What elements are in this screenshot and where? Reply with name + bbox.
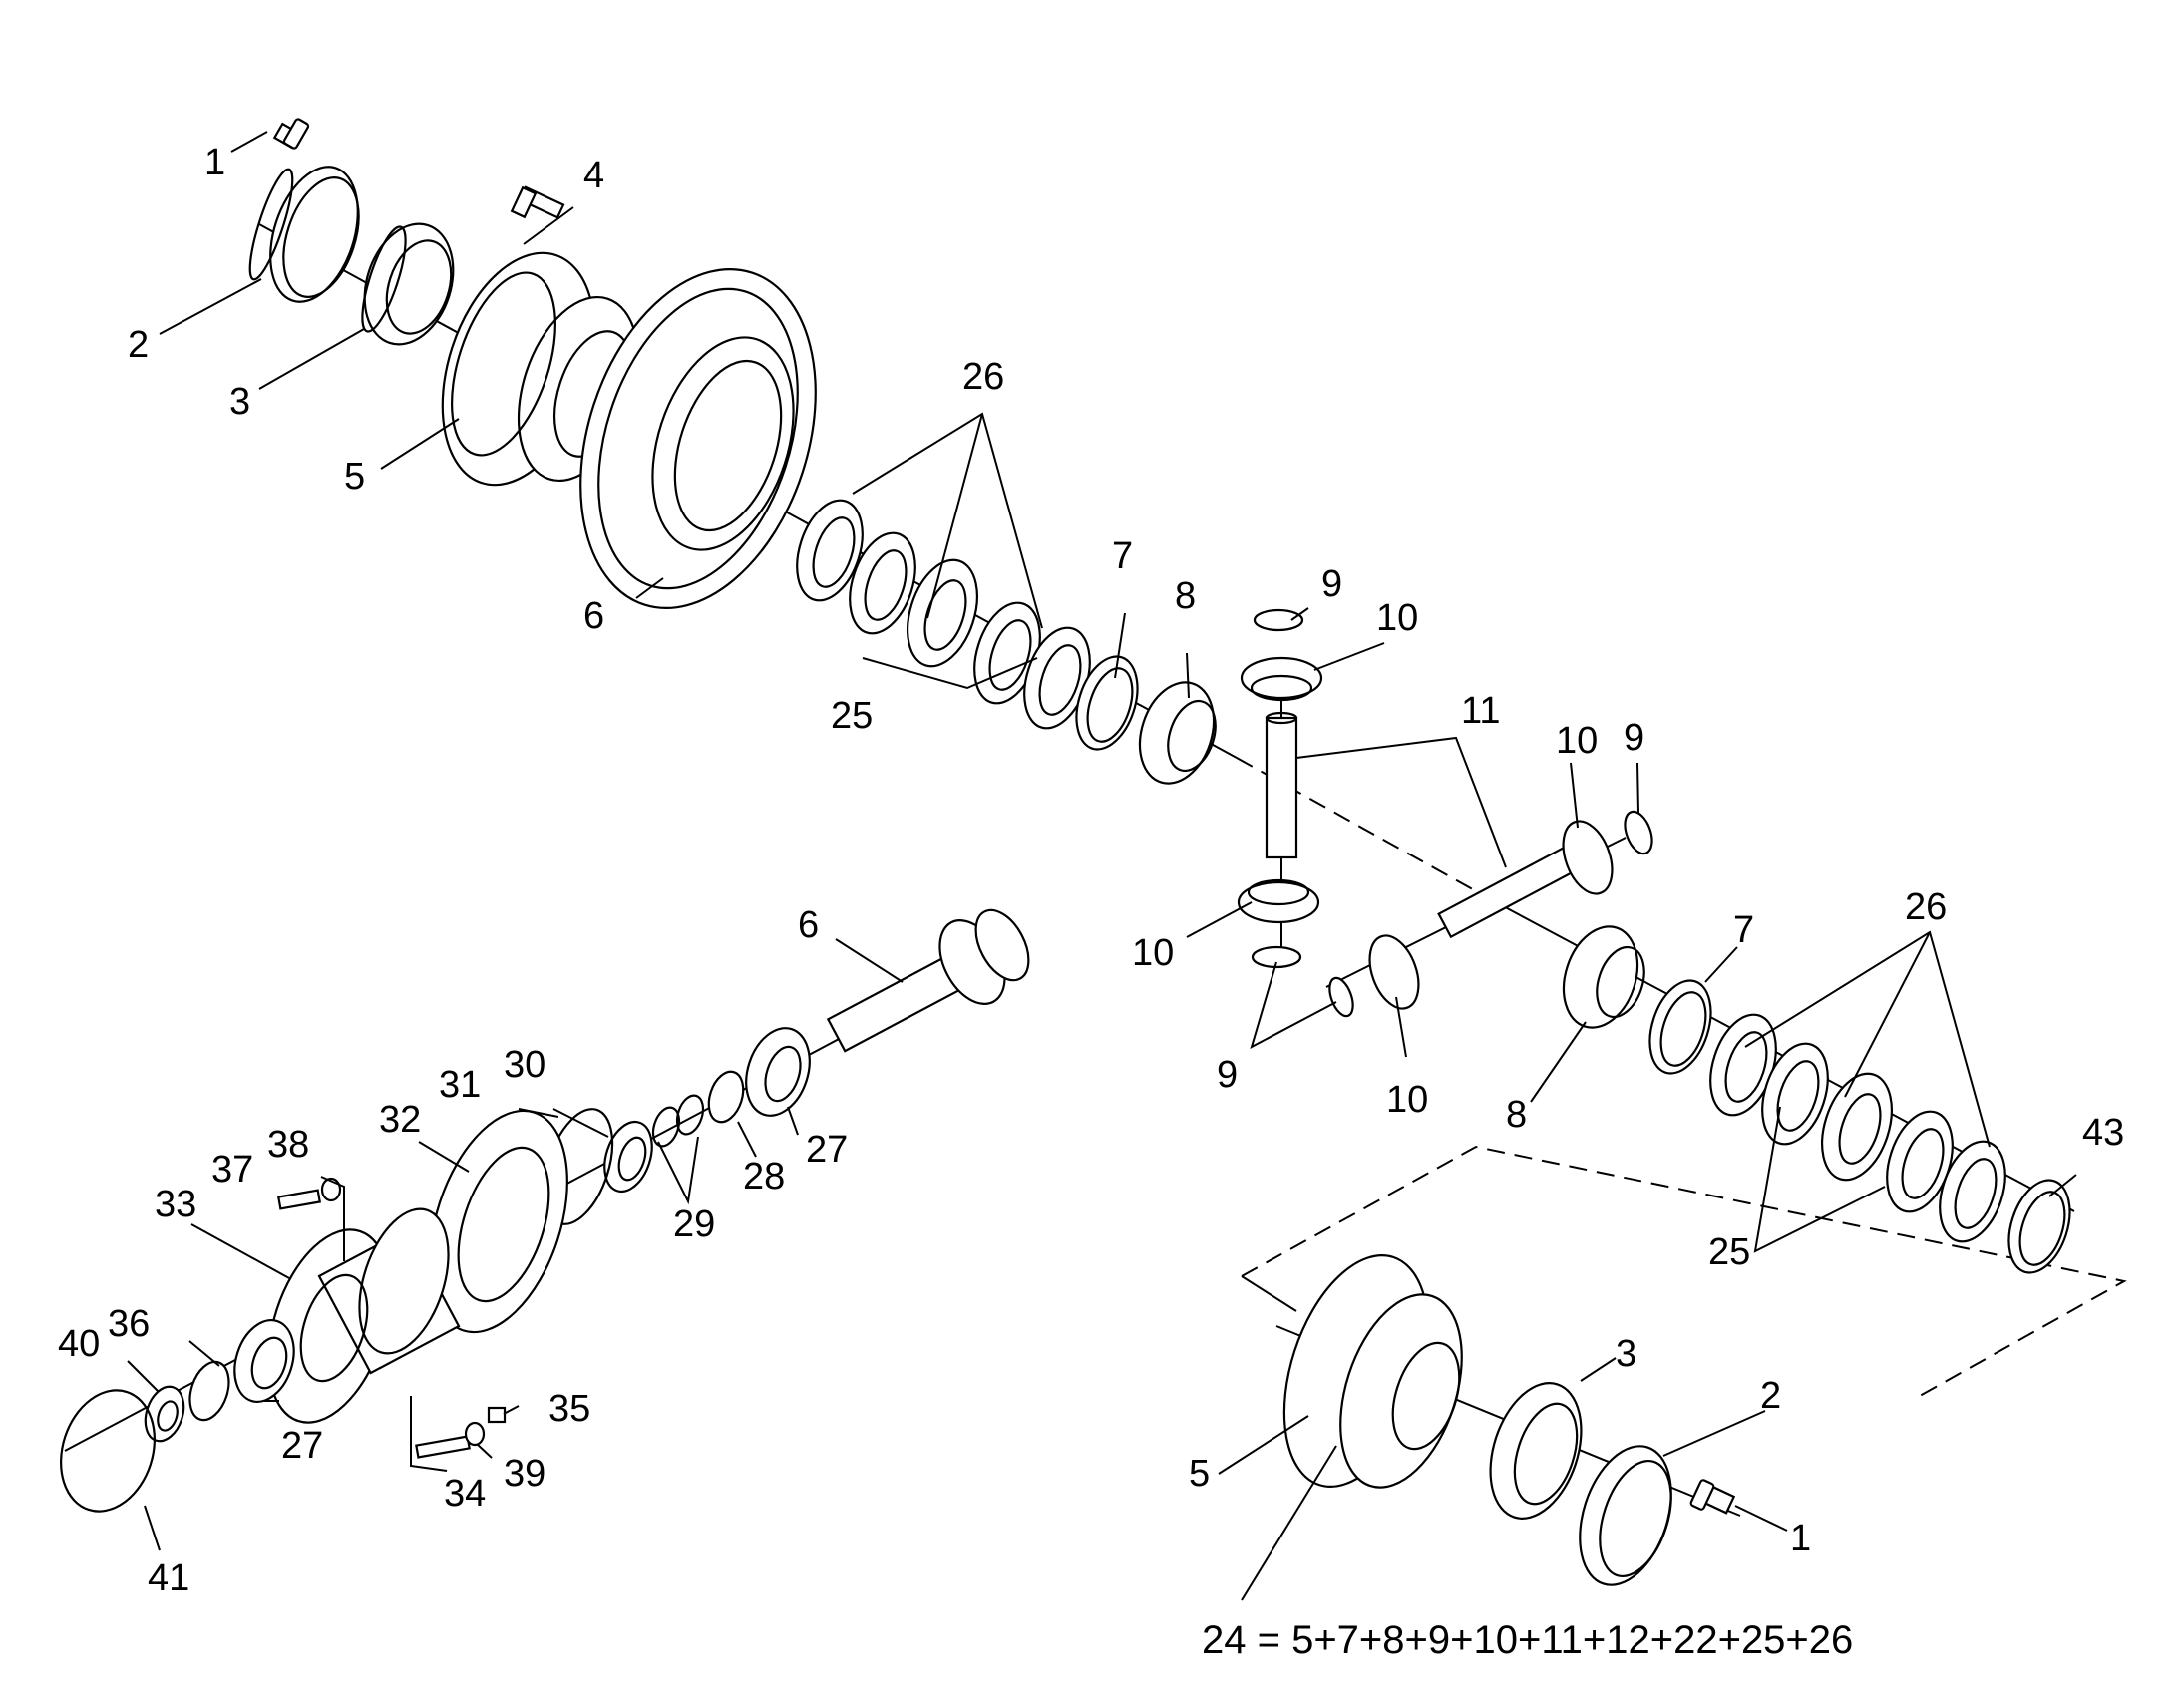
label-10-lower: 10 (1386, 1079, 1428, 1121)
bolt-1-top (272, 118, 310, 150)
label-26-lower: 26 (1905, 886, 1947, 928)
washer-39 (464, 1421, 486, 1447)
label-31: 31 (439, 1064, 481, 1106)
thrust-washer-9-top (1253, 608, 1304, 632)
label-27-pinion: 27 (806, 1129, 848, 1171)
thrust-washer-9-bottom (1251, 945, 1302, 969)
nut-40 (144, 1385, 185, 1443)
spider-cross-11 (1265, 711, 1585, 939)
label-7-upper: 7 (1112, 535, 1133, 577)
bolt-4 (510, 185, 565, 219)
label-5-kit: 5 (1189, 1453, 1210, 1495)
label-37: 37 (211, 1149, 253, 1191)
leader-lines (127, 131, 2077, 1601)
spacer-28 (707, 1070, 745, 1124)
label-9-top: 9 (1321, 563, 1342, 605)
bolt-37 (276, 1189, 322, 1210)
label-32: 32 (379, 1099, 421, 1141)
label-2-top: 2 (128, 324, 149, 366)
planet-gear-10-right (1562, 820, 1614, 895)
label-6-crown: 6 (583, 595, 604, 637)
bearing-3-top (361, 222, 455, 346)
bearing-3-kit (1489, 1382, 1583, 1520)
label-2-kit: 2 (1760, 1375, 1781, 1417)
seal-30 (603, 1120, 653, 1194)
thrust-washer-9-right (1624, 810, 1653, 855)
label-29: 29 (673, 1203, 715, 1245)
label-8-lower: 8 (1506, 1094, 1527, 1136)
label-1-top: 1 (204, 142, 225, 183)
washer-38 (320, 1177, 342, 1202)
label-38: 38 (267, 1124, 309, 1166)
label-11: 11 (1461, 690, 1500, 732)
label-8-upper: 8 (1175, 575, 1196, 617)
crown-wheel-6 (579, 268, 817, 609)
label-6-pinion: 6 (798, 904, 819, 946)
label-43: 43 (2082, 1112, 2124, 1154)
nut-35 (487, 1406, 507, 1424)
label-9-lower: 9 (1217, 1054, 1238, 1096)
label-26-upper: 26 (962, 356, 1004, 398)
label-41: 41 (148, 1557, 189, 1599)
kit-formula: 24 = 5+7+8+9+10+11+12+22+25+26 (1202, 1618, 1853, 1662)
label-28: 28 (743, 1156, 785, 1197)
side-gear-8-upper (1138, 681, 1217, 785)
bearing-27-pinion (745, 1027, 811, 1117)
part-labels: 1 2 3 4 5 6 26 25 7 8 9 10 11 10 9 10 9 … (58, 142, 2124, 1599)
shims-29 (651, 1094, 705, 1148)
label-9-right: 9 (1624, 717, 1644, 759)
thrust-washer-9-lower (1328, 976, 1354, 1018)
label-30: 30 (504, 1044, 545, 1086)
label-5-top: 5 (344, 456, 365, 498)
label-10-right: 10 (1556, 720, 1598, 762)
label-40: 40 (58, 1323, 100, 1365)
kit-dashed-outline (1241, 1145, 2127, 1397)
snap-ring-41 (60, 1389, 156, 1513)
bearing-27-housing (233, 1319, 295, 1403)
pinion-6 (826, 908, 1030, 1053)
label-25-upper: 25 (831, 695, 873, 737)
label-36: 36 (108, 1303, 150, 1345)
label-3-top: 3 (229, 381, 250, 423)
planet-gear-10-bottom (1237, 878, 1320, 924)
label-1-kit: 1 (1790, 1518, 1811, 1559)
planet-gear-10-lower (1368, 934, 1420, 1010)
label-39: 39 (504, 1453, 545, 1495)
label-35: 35 (548, 1388, 590, 1430)
stud-34 (415, 1435, 471, 1459)
side-gear-8-lower (1562, 925, 1645, 1029)
differential-case-5-kit (1282, 1254, 1463, 1489)
spacer-36 (188, 1360, 230, 1422)
label-10-top: 10 (1376, 597, 1418, 639)
adjusting-ring-2-top (248, 166, 360, 303)
label-25-lower: 25 (1708, 1231, 1750, 1273)
label-10-left: 10 (1132, 932, 1174, 974)
label-7-lower: 7 (1733, 909, 1754, 951)
adjusting-ring-2-kit (1579, 1445, 1672, 1586)
label-34: 34 (444, 1473, 486, 1515)
pinion-housing-33 (267, 1207, 461, 1424)
label-4: 4 (583, 155, 604, 196)
planet-gear-10-top (1240, 656, 1323, 702)
label-27-housing: 27 (281, 1425, 323, 1467)
label-33: 33 (155, 1184, 196, 1225)
shims-lower (1648, 979, 2071, 1274)
bolt-1-kit (1689, 1479, 1736, 1515)
label-3-kit: 3 (1616, 1333, 1636, 1375)
